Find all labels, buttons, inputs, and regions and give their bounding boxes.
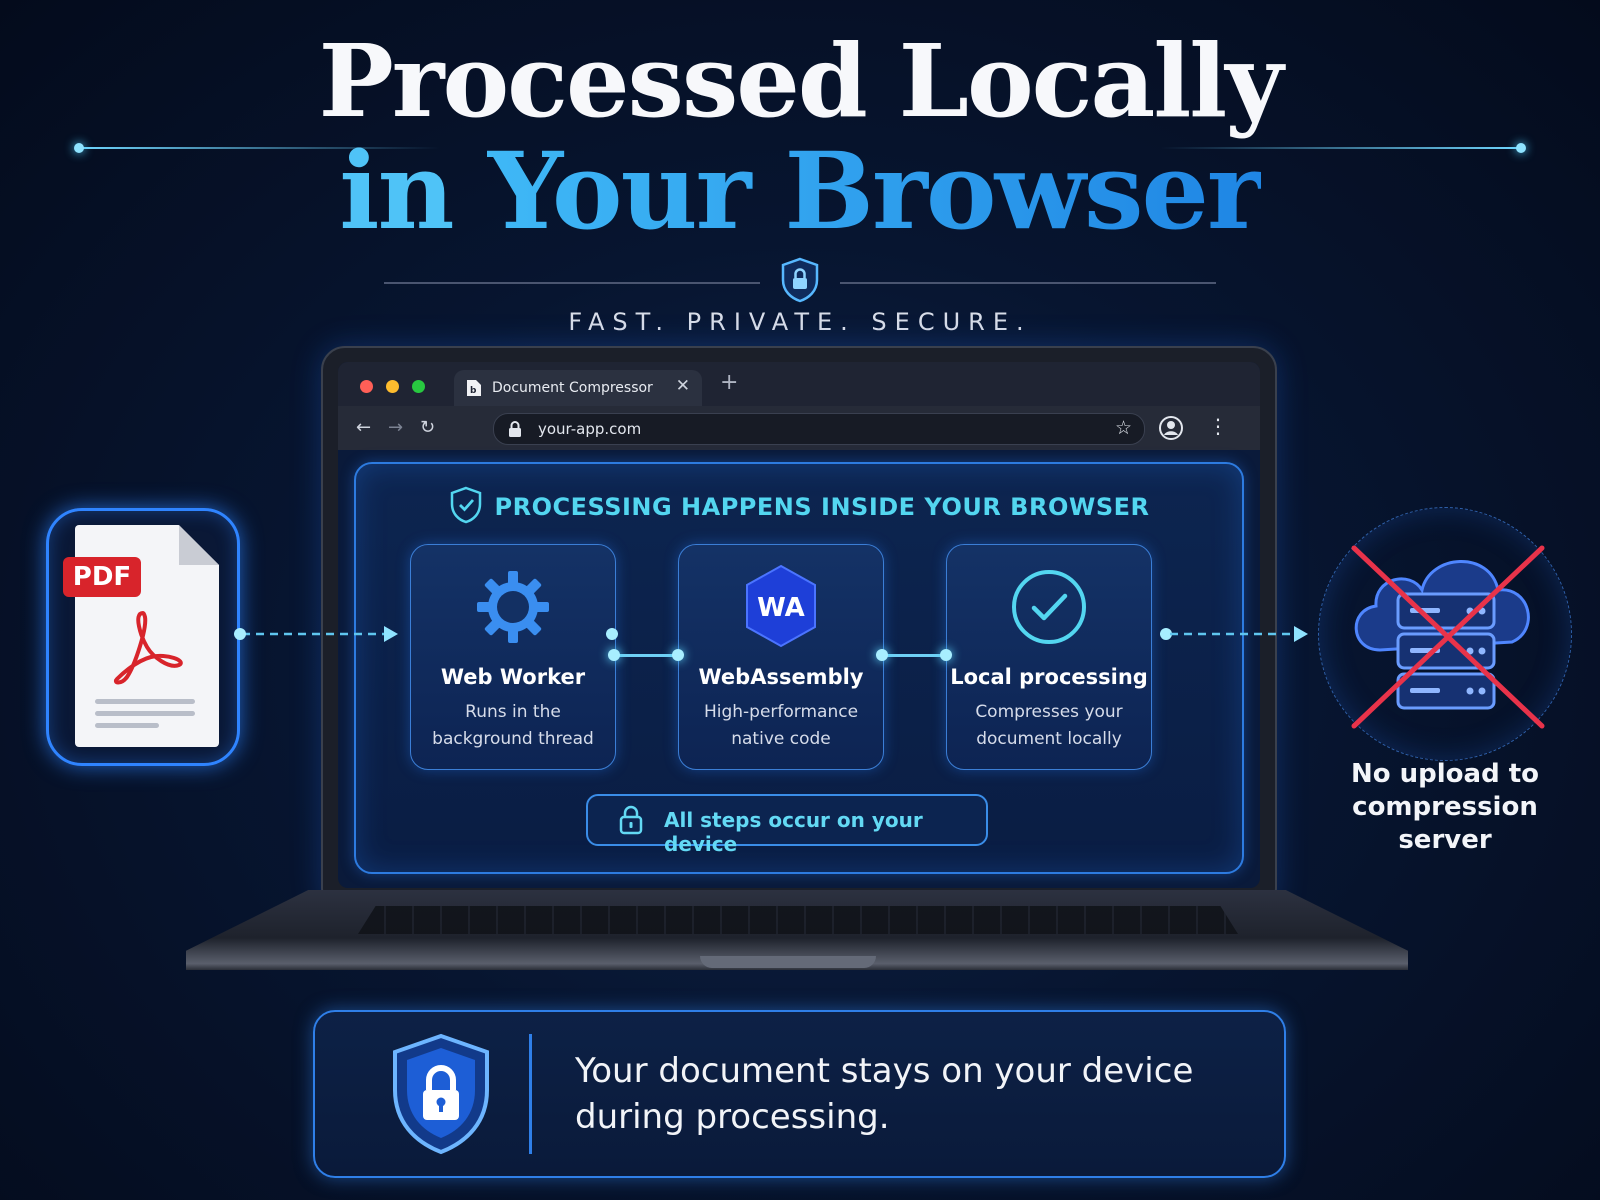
shield-lock-icon (393, 1033, 489, 1155)
pdf-document-card: PDF (46, 508, 240, 766)
step-local-processing: Local processing Compresses your documen… (946, 544, 1152, 770)
browser-tab-bar: b Document Compressor ✕ + (338, 362, 1260, 406)
card-divider (529, 1034, 532, 1154)
webassembly-icon: WA (746, 564, 816, 648)
reload-icon[interactable]: ↻ (420, 417, 436, 438)
no-upload-caption: No upload to compression server (1314, 758, 1576, 857)
headline-line-2-highlight: Your Browser (487, 128, 1262, 253)
shield-check-icon (450, 486, 481, 524)
step-description-line: document locally (976, 729, 1122, 749)
new-tab-icon[interactable]: + (720, 370, 739, 395)
tab-close-icon[interactable]: ✕ (675, 376, 690, 396)
no-upload-line: compression server (1352, 792, 1538, 855)
pdf-text-line (95, 711, 195, 716)
connector-node (876, 649, 888, 661)
step-description-line: Runs in the (465, 702, 561, 722)
profile-icon[interactable] (1158, 415, 1184, 441)
server-ring (1318, 507, 1572, 761)
connector-node (672, 649, 684, 661)
left-accent-line (80, 147, 440, 149)
webassembly-badge: WA (757, 593, 805, 623)
right-accent-dot (1516, 143, 1526, 153)
step-webassembly: WA WebAssembly High-performance native c… (678, 544, 884, 770)
connector-node (940, 649, 952, 661)
window-close-button[interactable] (360, 380, 373, 393)
step-description-line: Compresses your (975, 702, 1123, 722)
headline-line-1: Processed Locally (318, 22, 1284, 140)
step-description-line: background thread (432, 729, 594, 749)
step-connector (884, 654, 944, 657)
laptop-notch (700, 956, 876, 968)
pdf-text-line (95, 699, 195, 704)
device-note-text: All steps occur on your device (664, 808, 923, 856)
back-arrow-icon[interactable]: ← (356, 417, 372, 438)
step-connector (616, 654, 676, 657)
step-title: Local processing (950, 665, 1148, 689)
document-favicon-icon: b (467, 380, 481, 396)
star-icon[interactable]: ☆ (1114, 417, 1132, 439)
tagline-rule-left (384, 282, 760, 284)
step-title: WebAssembly (698, 665, 864, 689)
laptop-keyboard (358, 906, 1238, 934)
panel-heading-text: PROCESSING HAPPENS INSIDE YOUR BROWSER (494, 493, 1150, 521)
gear-icon (477, 571, 549, 643)
shield-lock-icon (781, 257, 819, 303)
step-web-worker: Web Worker Runs in the background thread (410, 544, 616, 770)
pdf-text-line (95, 723, 159, 728)
forward-arrow-icon[interactable]: → (388, 417, 404, 438)
step-title: Web Worker (440, 665, 586, 689)
window-minimize-button[interactable] (386, 380, 399, 393)
check-circle-icon (1012, 570, 1086, 644)
panel-heading: PROCESSING HAPPENS INSIDE YOUR BROWSER (356, 486, 1242, 524)
laptop: b Document Compressor ✕ + ← → ↻ your-app… (321, 346, 1277, 912)
device-note: All steps occur on your device (586, 794, 988, 856)
processing-panel: PROCESSING HAPPENS INSIDE YOUR BROWSER (354, 462, 1244, 874)
padlock-icon (619, 805, 643, 835)
connector-node (608, 649, 620, 661)
privacy-note-text: Your document stays on your device durin… (575, 1048, 1195, 1140)
address-bar[interactable]: your-app.com ☆ (493, 413, 1145, 445)
url-text: your-app.com (538, 420, 642, 438)
step-description: Compresses your document locally (947, 699, 1151, 753)
step-description: High-performance native code (679, 699, 883, 753)
left-accent-dot (74, 143, 84, 153)
laptop-screen: b Document Compressor ✕ + ← → ↻ your-app… (338, 362, 1260, 888)
more-menu-icon[interactable]: ⋮ (1208, 414, 1228, 438)
tagline-rule-right (840, 282, 1216, 284)
lock-icon (509, 421, 521, 437)
svg-text:b: b (470, 386, 477, 396)
right-accent-line (1160, 147, 1520, 149)
browser-tab[interactable]: b Document Compressor ✕ (454, 370, 702, 406)
no-upload-line: No upload to (1350, 759, 1540, 789)
tab-title: Document Compressor (492, 380, 653, 396)
step-description-line: High-performance (703, 702, 859, 722)
privacy-note-line: during processing. (575, 1097, 890, 1137)
pdf-label: PDF (63, 557, 141, 597)
cross-mark-icon (1351, 545, 1545, 729)
window-maximize-button[interactable] (412, 380, 425, 393)
step-description-line: native code (731, 729, 831, 749)
step-description: Runs in the background thread (411, 699, 615, 753)
privacy-note-line: Your document stays on your device (575, 1051, 1194, 1091)
tagline: FAST. PRIVATE. SECURE. (568, 308, 1032, 336)
browser-toolbar: ← → ↻ your-app.com ☆ ⋮ (338, 406, 1260, 450)
acrobat-icon (114, 611, 183, 685)
privacy-note-card: Your document stays on your device durin… (313, 1010, 1286, 1178)
